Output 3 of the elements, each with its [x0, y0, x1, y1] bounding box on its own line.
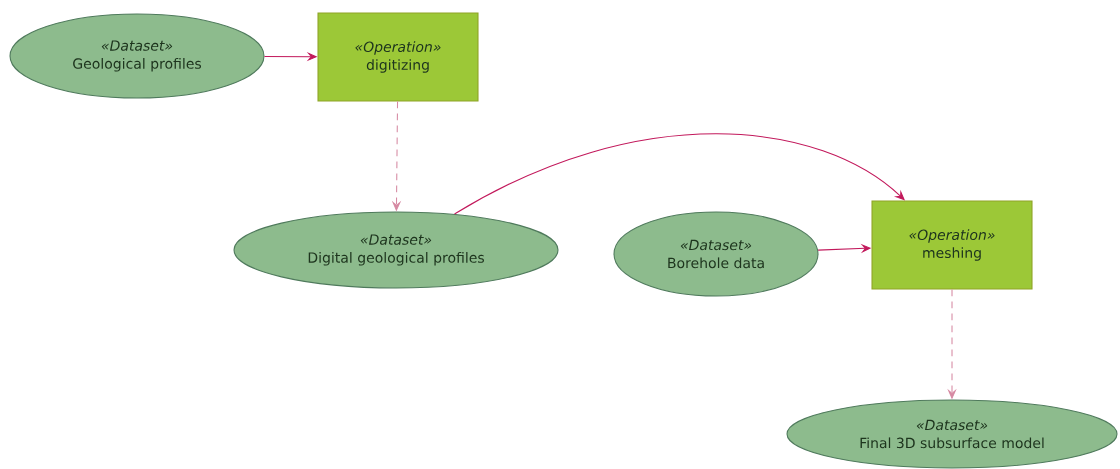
operation-box: «Operation» meshing	[871, 200, 1033, 290]
operation-box: «Operation» digitizing	[317, 12, 479, 102]
arrow	[453, 133, 905, 215]
